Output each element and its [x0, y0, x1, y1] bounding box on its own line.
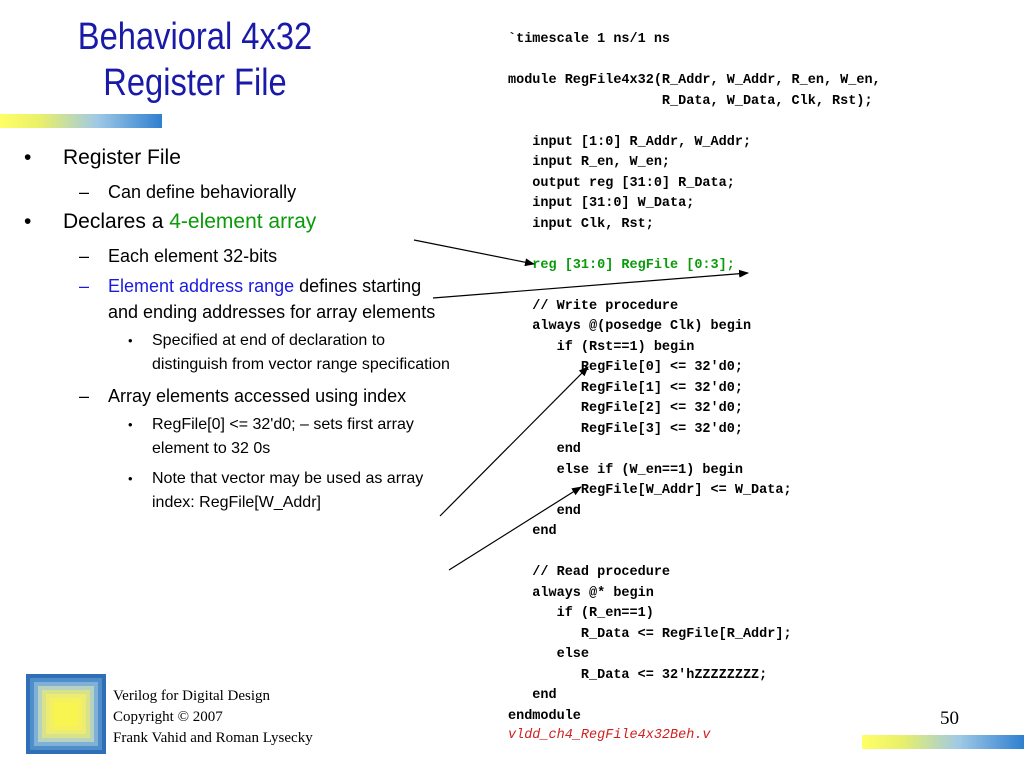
subbullet-accessed-using-index: – Array elements accessed using index [24, 383, 454, 409]
slide-title: Behavioral 4x32 Register File [53, 14, 337, 106]
bullet-register-file: • Register File [24, 145, 454, 171]
subbullet-marker: – [79, 276, 90, 296]
subbullet-marker: – [79, 246, 90, 266]
subbullet-marker: – [79, 182, 90, 202]
subsubbullet-marker: • [128, 333, 133, 348]
subbullet-highlight: Element address range [108, 276, 295, 296]
source-filename: vldd_ch4_RegFile4x32Beh.v [508, 728, 711, 743]
title-underline-bar [0, 114, 162, 128]
verilog-code-block: `timescale 1 ns/1 ns module RegFile4x32(… [508, 30, 881, 727]
footer-line-1: Verilog for Digital Design [113, 688, 271, 704]
subsubbullet-vector-index: • Note that vector may be used as array … [24, 467, 454, 515]
bullet-text: Register File [63, 146, 181, 169]
page-number: 50 [940, 708, 959, 729]
subsubbullet-regfile0: • RegFile[0] <= 32'd0; – sets first arra… [24, 413, 454, 461]
subbullet-element-address-range: – Element address range defines starting… [24, 273, 454, 325]
subbullet-define-behaviorally: – Can define behaviorally [24, 179, 454, 205]
arrow-array-to-decl [413, 239, 535, 267]
arrow-regfile0-to-code [439, 366, 589, 517]
bullet-highlight: 4-element array [169, 210, 317, 233]
subsubbullet-text: RegFile[0] <= 32'd0; – sets first array … [152, 416, 414, 457]
subsubbullet-text: Note that vector may be used as array in… [152, 470, 424, 511]
bullet-marker: • [24, 146, 32, 169]
subbullet-text: Can define behaviorally [108, 182, 297, 202]
bullet-marker: • [24, 210, 32, 233]
bullet-text: Declares a [63, 210, 170, 233]
subbullet-text: Array elements accessed using index [108, 386, 407, 406]
bullet-list: • Register File – Can define behaviorall… [24, 145, 454, 521]
footer-line-3: Frank Vahid and Roman Lysecky [113, 730, 313, 746]
code-highlight-regfile-decl: reg [31:0] RegFile [0:3]; [508, 257, 735, 273]
subbullet-text: defines starting and ending addresses fo… [108, 276, 436, 322]
arrow-waddr-to-code [448, 486, 582, 571]
subsubbullet-text: Specified at end of declaration to disti… [152, 332, 450, 373]
arrow-range-to-decl [432, 269, 749, 299]
code-before: `timescale 1 ns/1 ns module RegFile4x32(… [508, 32, 881, 232]
subsubbullet-specified-at-end: • Specified at end of declaration to dis… [24, 329, 454, 377]
bullet-declares-array: • Declares a 4-element array [24, 209, 454, 235]
subsubbullet-marker: • [128, 471, 133, 486]
footer-credits: Verilog for Digital Design Copyright © 2… [113, 686, 313, 749]
code-after: // Write procedure always @(posedge Clk)… [508, 298, 792, 724]
footer-accent-bar [862, 735, 1024, 749]
subbullet-text: Each element 32-bits [108, 246, 278, 266]
title-line-1: Behavioral 4x32 [77, 16, 313, 58]
title-line-2: Register File [103, 62, 287, 104]
footer-line-2: Copyright © 2007 [113, 709, 223, 725]
subsubbullet-marker: • [128, 417, 133, 432]
subbullet-element-32-bits: – Each element 32-bits [24, 243, 454, 269]
book-logo-icon [26, 674, 106, 754]
subbullet-marker: – [79, 386, 90, 406]
